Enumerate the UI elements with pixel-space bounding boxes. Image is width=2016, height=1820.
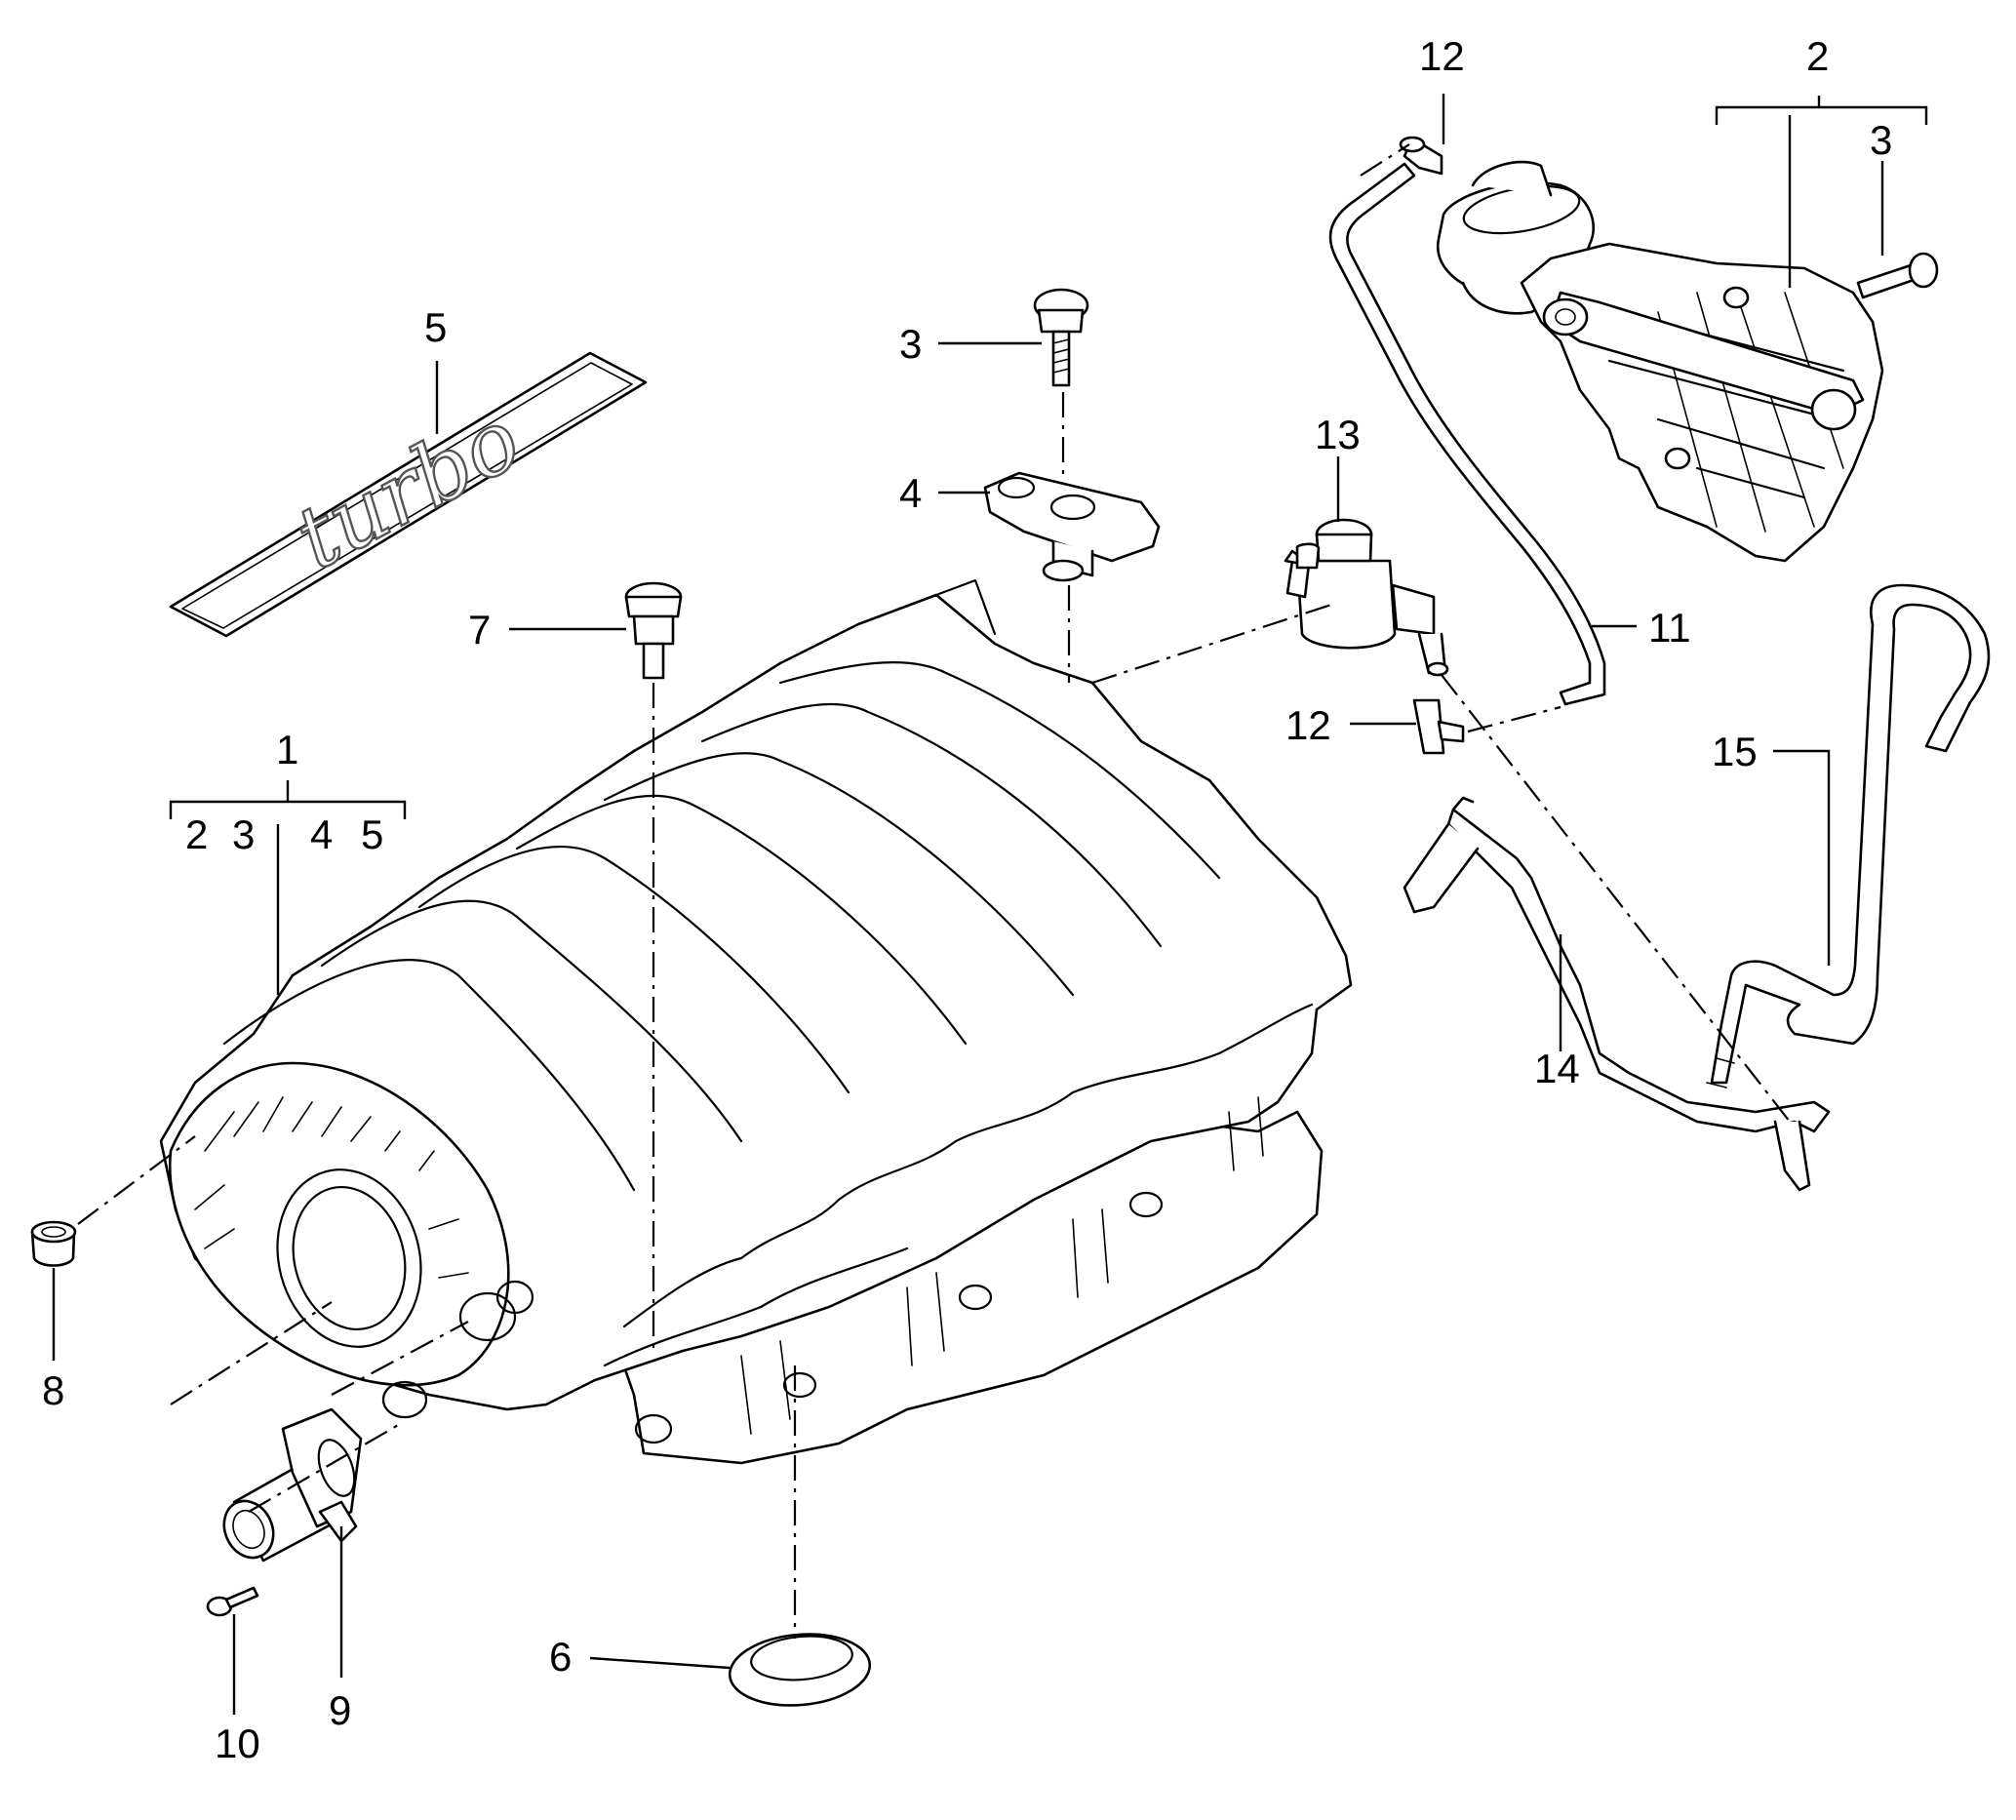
callout-6: 6 (549, 1634, 572, 1680)
gasket-plug (728, 1633, 872, 1707)
callout-9: 9 (329, 1687, 351, 1733)
vacuum-line (1328, 162, 1606, 706)
breather-line (1403, 796, 1831, 1192)
callout-3-center: 3 (899, 321, 922, 367)
small-screw (206, 1586, 259, 1617)
bolt-center (1033, 288, 1089, 387)
callout-12-top: 12 (1419, 33, 1465, 79)
hose-connector-top (1399, 136, 1443, 176)
pressure-sensor (983, 471, 1161, 582)
turbo-emblem-strip: turbo (169, 351, 648, 638)
callout-7: 7 (468, 607, 491, 653)
callout-1-sub-5: 5 (361, 811, 383, 857)
callout-1-sub-3: 3 (232, 811, 255, 857)
callout-5: 5 (424, 304, 447, 350)
leader-lines (52, 94, 1928, 1715)
callout-4: 4 (899, 470, 922, 516)
callout-12-mid: 12 (1285, 702, 1331, 748)
bushing (30, 1220, 77, 1267)
callout-1-sub-4: 4 (310, 811, 333, 857)
callout-13: 13 (1315, 412, 1361, 457)
callout-14: 14 (1534, 1046, 1580, 1091)
air-flow-adapter (222, 1407, 363, 1563)
check-valve (624, 581, 683, 680)
callout-11: 11 (1648, 605, 1691, 651)
callout-1: 1 (276, 727, 298, 772)
callout-2: 2 (1806, 33, 1829, 79)
hose (1706, 583, 1991, 1088)
actuator-assembly (1436, 160, 1884, 563)
hose-connector-mid (1412, 698, 1465, 755)
alignment-lines (77, 143, 1791, 1639)
intake-manifold (159, 578, 1353, 1465)
callout-10: 10 (215, 1721, 260, 1766)
bolt-top-right (1856, 252, 1939, 299)
callout-3-top-right: 3 (1870, 117, 1892, 163)
turbo-emblem-text: turbo (280, 388, 536, 588)
callout-1-sub-2: 2 (185, 811, 208, 857)
callout-15: 15 (1712, 729, 1758, 774)
callout-labels: 1 2 3 4 5 2 3 3 4 5 6 7 8 9 10 11 12 12 … (42, 33, 1892, 1766)
solenoid-valve (1284, 518, 1449, 677)
callout-8: 8 (42, 1367, 64, 1413)
